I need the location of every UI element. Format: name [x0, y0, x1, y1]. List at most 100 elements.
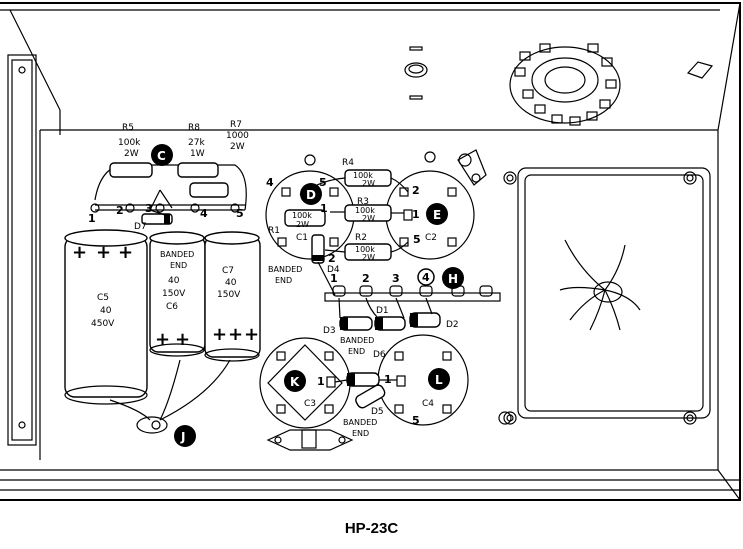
c4-ref: C4: [422, 399, 434, 409]
svg-text:+: +: [118, 242, 133, 263]
banded-label-1a: BANDED: [160, 250, 194, 259]
svg-text:C: C: [157, 149, 166, 163]
banded-label-3b: END: [348, 347, 365, 356]
svg-text:4: 4: [266, 176, 274, 189]
banded-label-2a: BANDED: [268, 265, 302, 274]
r7-power: 2W: [230, 142, 245, 152]
c5-ref: C5: [97, 293, 109, 303]
c1-ref: C1: [296, 233, 308, 243]
d7-label: D7: [134, 222, 147, 232]
point-j: J: [174, 425, 196, 447]
svg-text:+: +: [72, 242, 87, 263]
svg-text:5: 5: [412, 414, 420, 427]
c5-voltage: 450V: [91, 319, 115, 329]
r5-value: 100k: [118, 138, 141, 148]
c3-ref: C3: [304, 399, 316, 409]
svg-text:1: 1: [412, 208, 420, 221]
capacitor-labels: C5 40 450V 40 150V C6 C7 40 150V C1 C2 C…: [91, 233, 437, 409]
capacitor-c7: [204, 231, 261, 362]
svg-text:1: 1: [88, 212, 96, 225]
plus-markings: + + + + + + + +: [72, 242, 259, 350]
lug-numbers: 1 2 3 4 5 4 5 1 2 2 1 5 1 1 5: [88, 176, 421, 427]
svg-text:+: +: [155, 329, 170, 350]
svg-text:+: +: [244, 324, 259, 345]
r4-value: 100k: [353, 171, 373, 180]
c5-value: 40: [100, 306, 112, 316]
c6-value: 40: [168, 276, 180, 286]
terminal-strip-c: [90, 162, 247, 225]
c6-voltage: 150V: [162, 289, 186, 299]
d6-label: D6: [373, 350, 386, 360]
d1-label: D1: [376, 306, 389, 316]
r1-value: 100k: [292, 211, 312, 220]
svg-text:5: 5: [236, 207, 244, 220]
c7-value: 40: [225, 278, 237, 288]
d5-label: D5: [371, 407, 384, 417]
r2-power: 2W: [362, 253, 375, 262]
transformer: [503, 167, 711, 425]
svg-text:+: +: [175, 329, 190, 350]
point-l: L: [428, 368, 450, 390]
r7-ref: R7: [230, 120, 242, 130]
resistor-r8: [177, 162, 219, 178]
d2-label: D2: [446, 320, 459, 330]
svg-text:4: 4: [200, 207, 208, 220]
resistor-r1: [284, 209, 326, 227]
banded-label-4b: END: [352, 429, 369, 438]
svg-text:J: J: [180, 430, 185, 444]
d4-label: D4: [327, 265, 340, 275]
strip-h-numbers: 1 2 3 4: [330, 268, 435, 286]
c6-ref: C6: [166, 302, 178, 312]
svg-text:5: 5: [413, 233, 421, 246]
r3-power: 2W: [362, 214, 375, 223]
chassis-frame: [0, 2, 741, 501]
point-k: K: [284, 370, 306, 392]
point-d: D: [300, 183, 322, 205]
svg-text:2: 2: [328, 252, 336, 265]
terminal-strip-h: [317, 261, 501, 302]
r5-ref: R5: [122, 123, 134, 133]
banded-label-2b: END: [275, 276, 292, 285]
point-c: C: [151, 144, 173, 166]
r4-ref: R4: [342, 158, 354, 168]
d3-label: D3: [323, 326, 336, 336]
svg-text:5: 5: [319, 176, 327, 189]
ground-lug-j: [109, 359, 231, 434]
c7-voltage: 150V: [217, 290, 241, 300]
top-slots: [404, 46, 714, 100]
svg-text:L: L: [435, 373, 443, 387]
svg-text:3: 3: [392, 272, 400, 285]
strip-h-4-circle: [417, 268, 435, 286]
r2-ref: R2: [355, 233, 367, 243]
svg-text:3: 3: [145, 202, 153, 215]
r1-power: 2W: [296, 220, 309, 229]
svg-text:+: +: [228, 324, 243, 345]
r8-power: 1W: [190, 149, 205, 159]
diode-labels: D1 D2 D3 D4 D5 D6 D7: [134, 222, 459, 417]
capacitor-c5: [64, 229, 148, 405]
svg-text:2: 2: [412, 184, 420, 197]
banded-end-labels: BANDED END BANDED END BANDED END BANDED …: [160, 250, 377, 438]
svg-text:1: 1: [330, 272, 338, 285]
mounting-lug-top: [304, 149, 487, 186]
svg-text:1: 1: [317, 375, 325, 388]
resistor-labels: R5 100k 2W R8 27k 1W R7 1000 2W R4 100k …: [118, 120, 375, 262]
svg-text:4: 4: [422, 271, 430, 284]
r5-power: 2W: [124, 149, 139, 159]
svg-text:+: +: [96, 242, 111, 263]
r7-value: 1000: [226, 131, 249, 141]
point-h: H: [442, 267, 464, 289]
point-e: E: [426, 203, 448, 225]
svg-text:+: +: [212, 324, 227, 345]
r1-ref: R1: [268, 226, 280, 236]
tube-socket: [509, 43, 621, 126]
c7-ref: C7: [222, 266, 234, 276]
r3-ref: R3: [357, 197, 369, 207]
figure-caption: HP-23C: [344, 520, 399, 537]
resistor-r5: [109, 162, 153, 178]
banded-label-1b: END: [170, 261, 187, 270]
diodes-d1-d2-d3: [338, 297, 441, 331]
r4-power: 2W: [362, 179, 375, 188]
svg-text:D: D: [306, 188, 316, 202]
